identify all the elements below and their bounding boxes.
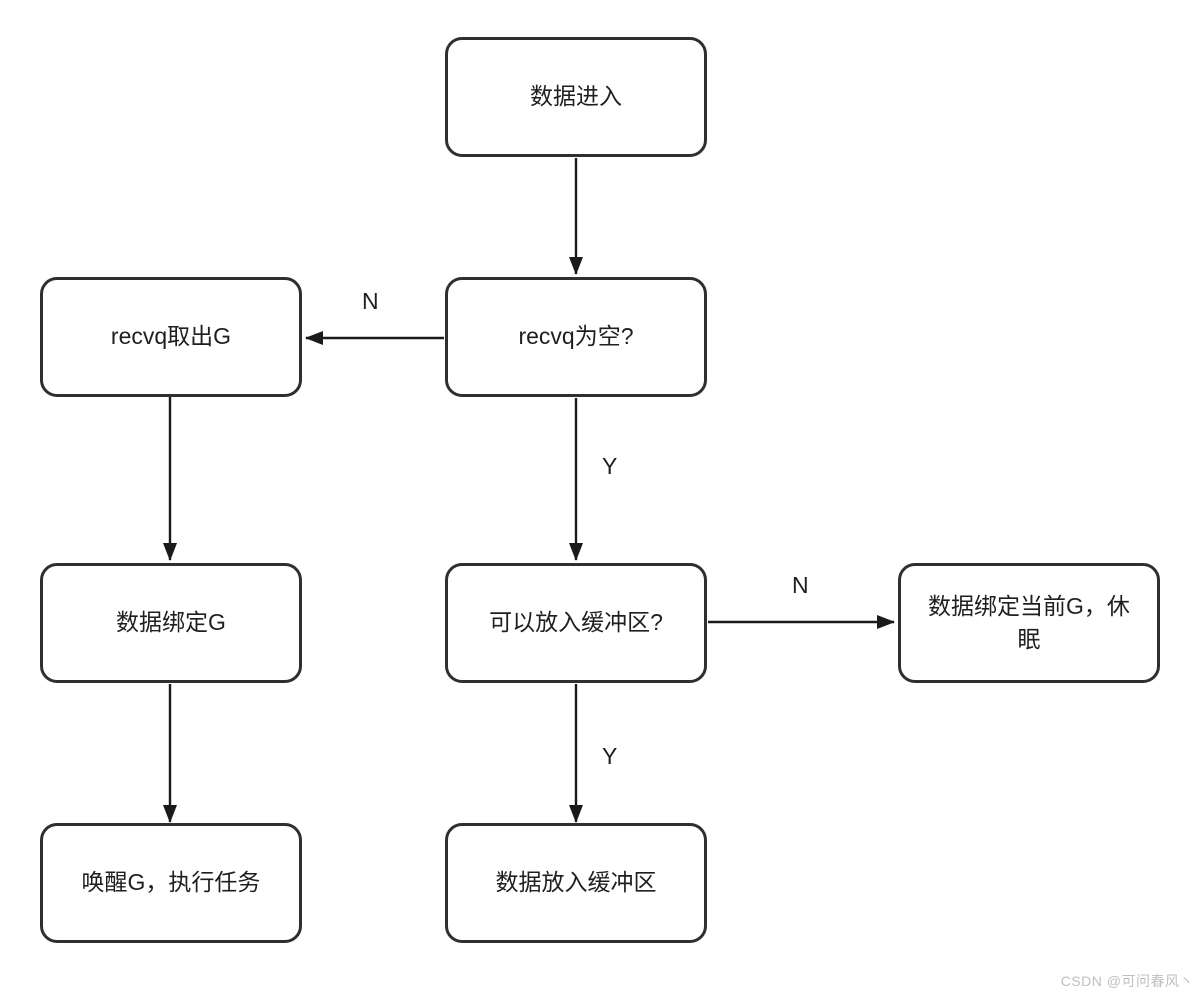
node-wake-g-run-task-label: 唤醒G，执行任务 [81, 869, 261, 896]
node-wake-g-run-task: 唤醒G，执行任务 [40, 823, 302, 943]
edge-label-canbuffer-no: N [792, 572, 809, 598]
node-data-bind-g-label: 数据绑定G [116, 609, 226, 636]
node-bind-current-g-sleep-label: 数据绑定当前G，休眠 [928, 592, 1130, 652]
node-data-bind-g: 数据绑定G [40, 563, 302, 683]
node-can-put-buffer-label: 可以放入缓冲区? [489, 609, 663, 636]
node-bind-current-g-sleep: 数据绑定当前G，休眠 [898, 563, 1160, 683]
node-recvq-empty-label: recvq为空? [518, 323, 634, 350]
edge-label-empty-yes: Y [602, 453, 618, 479]
edge-label-canbuffer-yes: Y [602, 743, 618, 769]
node-data-enter: 数据进入 [445, 37, 707, 157]
node-data-into-buffer-label: 数据放入缓冲区 [495, 869, 657, 896]
node-can-put-buffer: 可以放入缓冲区? [445, 563, 707, 683]
node-recvq-takeout-g: recvq取出G [40, 277, 302, 397]
node-recvq-takeout-g-label: recvq取出G [110, 323, 232, 350]
node-data-into-buffer: 数据放入缓冲区 [445, 823, 707, 943]
watermark: CSDN @可问春风丶 [1060, 973, 1194, 989]
edge-label-empty-no: N [362, 288, 379, 314]
node-data-enter-label: 数据进入 [530, 83, 622, 110]
node-recvq-empty: recvq为空? [445, 277, 707, 397]
